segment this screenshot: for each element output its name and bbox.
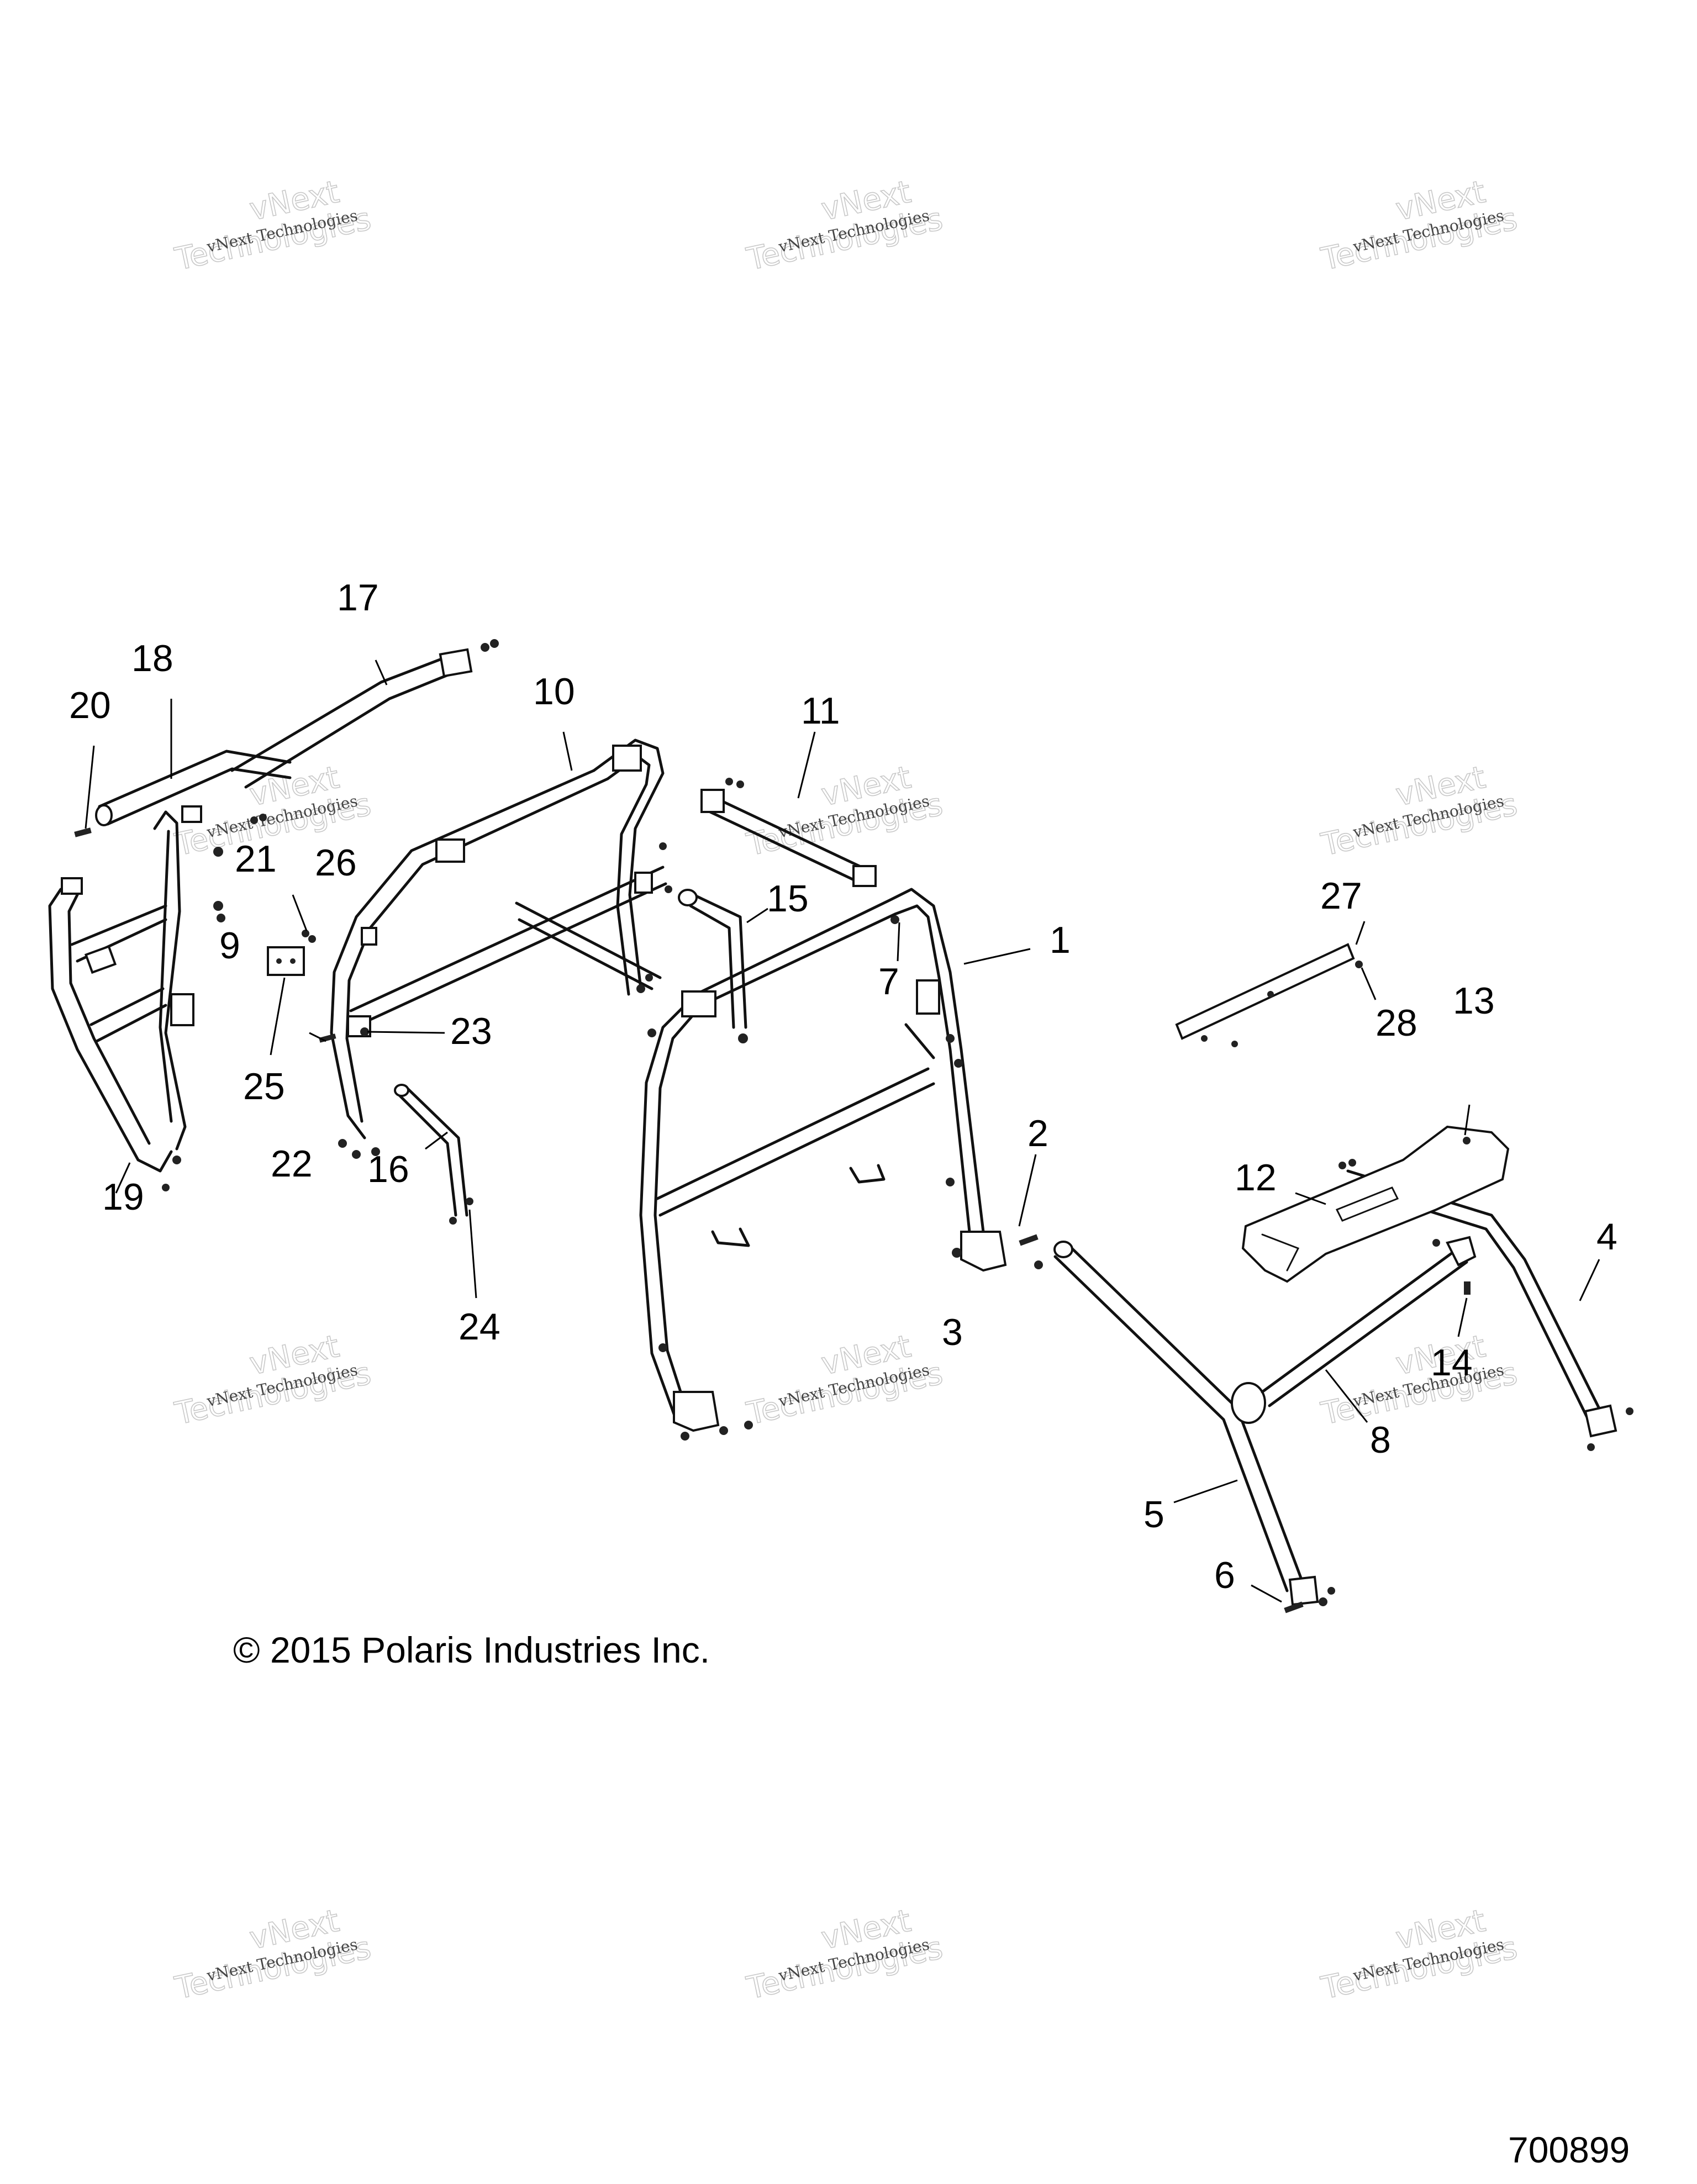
part-8-cross-brace (1261, 1236, 1477, 1407)
watermark: vNext Technologies vNext Technologies (743, 173, 946, 278)
callout-18: 18 (131, 637, 173, 679)
callout-27: 27 (1320, 875, 1362, 917)
callout-3: 3 (942, 1311, 963, 1353)
callout-26: 26 (315, 842, 357, 884)
callout-28: 28 (1375, 1002, 1417, 1044)
callout-7: 7 (878, 961, 899, 1003)
part-7-bolt (890, 915, 899, 924)
part-9-nut (213, 901, 225, 922)
callout-6: 6 (1214, 1554, 1235, 1596)
part-20-bolt (74, 827, 92, 837)
part-6-bolt (1284, 1587, 1335, 1613)
callout-4: 4 (1596, 1216, 1617, 1258)
callout-9: 9 (219, 925, 240, 967)
part-26-screw (302, 930, 316, 943)
callout-20: 20 (69, 684, 111, 726)
watermark: vNext Technologies vNext Technologies (1317, 1902, 1521, 2007)
watermark: vNext Technologies vNext Technologies (171, 1902, 375, 2007)
part-19-rear-side-frame (48, 805, 202, 1191)
part-2-bolt (1019, 1234, 1039, 1246)
watermark: vNext Technologies vNext Technologies (743, 759, 946, 863)
part-28-screw (1355, 961, 1363, 968)
callout-2: 2 (1027, 1112, 1048, 1154)
callout-labels: 1 2 3 4 5 6 7 8 9 10 11 12 13 14 15 16 1… (69, 577, 1617, 1596)
watermark: vNext Technologies vNext Technologies (171, 173, 375, 278)
watermark: vNext Technologies vNext Technologies (1317, 1328, 1521, 1432)
watermark: vNext Technologies vNext Technologies (171, 1328, 375, 1432)
part-15-brace (678, 889, 748, 1043)
watermark: vNext Technologies vNext Technologies (743, 1328, 946, 1432)
callout-19: 19 (102, 1176, 144, 1218)
callout-21: 21 (235, 838, 277, 880)
watermark: vNext Technologies vNext Technologies (743, 1902, 946, 2007)
callout-13: 13 (1453, 980, 1495, 1022)
callout-22: 22 (271, 1143, 313, 1185)
drawing-number: 700899 (1508, 2129, 1630, 2170)
callout-5: 5 (1143, 1494, 1164, 1536)
part-13-screw (1463, 1137, 1471, 1144)
callout-10: 10 (533, 671, 575, 713)
callout-1: 1 (1050, 919, 1071, 961)
part-14-fastener (1464, 1281, 1471, 1295)
callout-16: 16 (367, 1148, 409, 1190)
part-21-bolt (213, 847, 223, 857)
callout-8: 8 (1370, 1419, 1391, 1461)
leader-lines (85, 660, 1600, 1603)
watermark: vNext Technologies vNext Technologies (1317, 759, 1521, 863)
callout-11: 11 (801, 690, 840, 732)
part-11-upper-front-bar (700, 778, 877, 887)
callout-15: 15 (767, 878, 809, 920)
part-5-front-post (1053, 1241, 1319, 1606)
callout-25: 25 (243, 1065, 285, 1107)
part-18-rear-crossbar (95, 750, 292, 826)
part-1-front-roll-cage (639, 888, 1043, 1441)
watermark-group: vNext Technologies vNext Technologies vN… (171, 173, 1521, 2007)
watermark: vNext Technologies vNext Technologies (1317, 173, 1521, 278)
copyright-text: © 2015 Polaris Industries Inc. (233, 1629, 710, 1670)
part-17-rear-upper-bar (230, 639, 499, 824)
part-25-mount-plate (267, 946, 305, 976)
part-16-diagonal-brace (394, 1084, 473, 1217)
part-10-mid-roll-bar (330, 738, 672, 1159)
part-12-dash-panel (1241, 1125, 1510, 1283)
part-23-nut (360, 1027, 369, 1036)
callout-24: 24 (458, 1306, 500, 1348)
callout-17: 17 (337, 577, 379, 619)
callout-12: 12 (1235, 1157, 1277, 1199)
callout-23: 23 (450, 1010, 492, 1052)
part-24-fastener (449, 1217, 457, 1225)
part-3-nut (952, 1248, 962, 1258)
callout-14: 14 (1431, 1342, 1473, 1384)
part-27-bracket (1175, 943, 1355, 1047)
